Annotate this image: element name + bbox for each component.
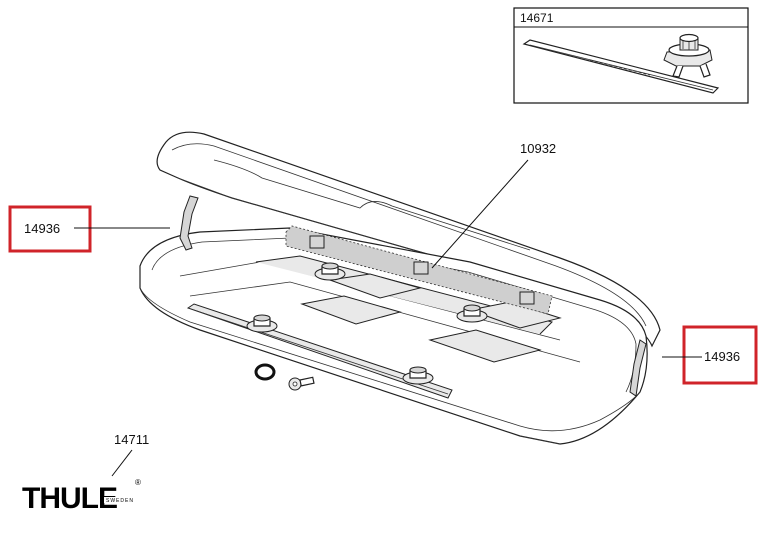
callout-top-lock: 10932 [431, 141, 556, 269]
washer-part [254, 363, 276, 381]
label-top-lock: 10932 [520, 141, 556, 156]
brand-registered: ® [135, 478, 141, 487]
mount-knob [314, 262, 346, 281]
hinge-strut-left [179, 195, 199, 251]
hinge-strut-right [629, 339, 647, 397]
label-bottom: 14711 [114, 432, 149, 447]
inset-part-number: 14671 [520, 11, 554, 25]
mount-knob [246, 314, 278, 333]
mount-knob [456, 304, 488, 323]
lock-strip [285, 225, 553, 315]
label-hinge-left: 14936 [24, 221, 60, 236]
callout-hinge-left: 14936 [8, 205, 170, 253]
mount-knobs [246, 262, 488, 385]
brand-name: THULE [22, 482, 117, 515]
lock-clip [309, 235, 535, 305]
highlight-box-left [8, 205, 92, 253]
callout-bottom: 14711 [111, 432, 149, 477]
mount-knob [402, 366, 434, 385]
highlight-box-right [682, 325, 758, 385]
key-part [288, 376, 315, 391]
inset-panel: 14671 [513, 7, 749, 104]
brand-sub: SWEDEN [106, 498, 134, 504]
knob-part [663, 33, 713, 78]
strip-part [522, 39, 720, 94]
label-hinge-right: 14936 [704, 349, 740, 364]
thule-logo: THULE SWEDEN ® [22, 478, 141, 515]
cargo-box [139, 131, 661, 445]
callout-hinge-right: 14936 [662, 325, 758, 385]
